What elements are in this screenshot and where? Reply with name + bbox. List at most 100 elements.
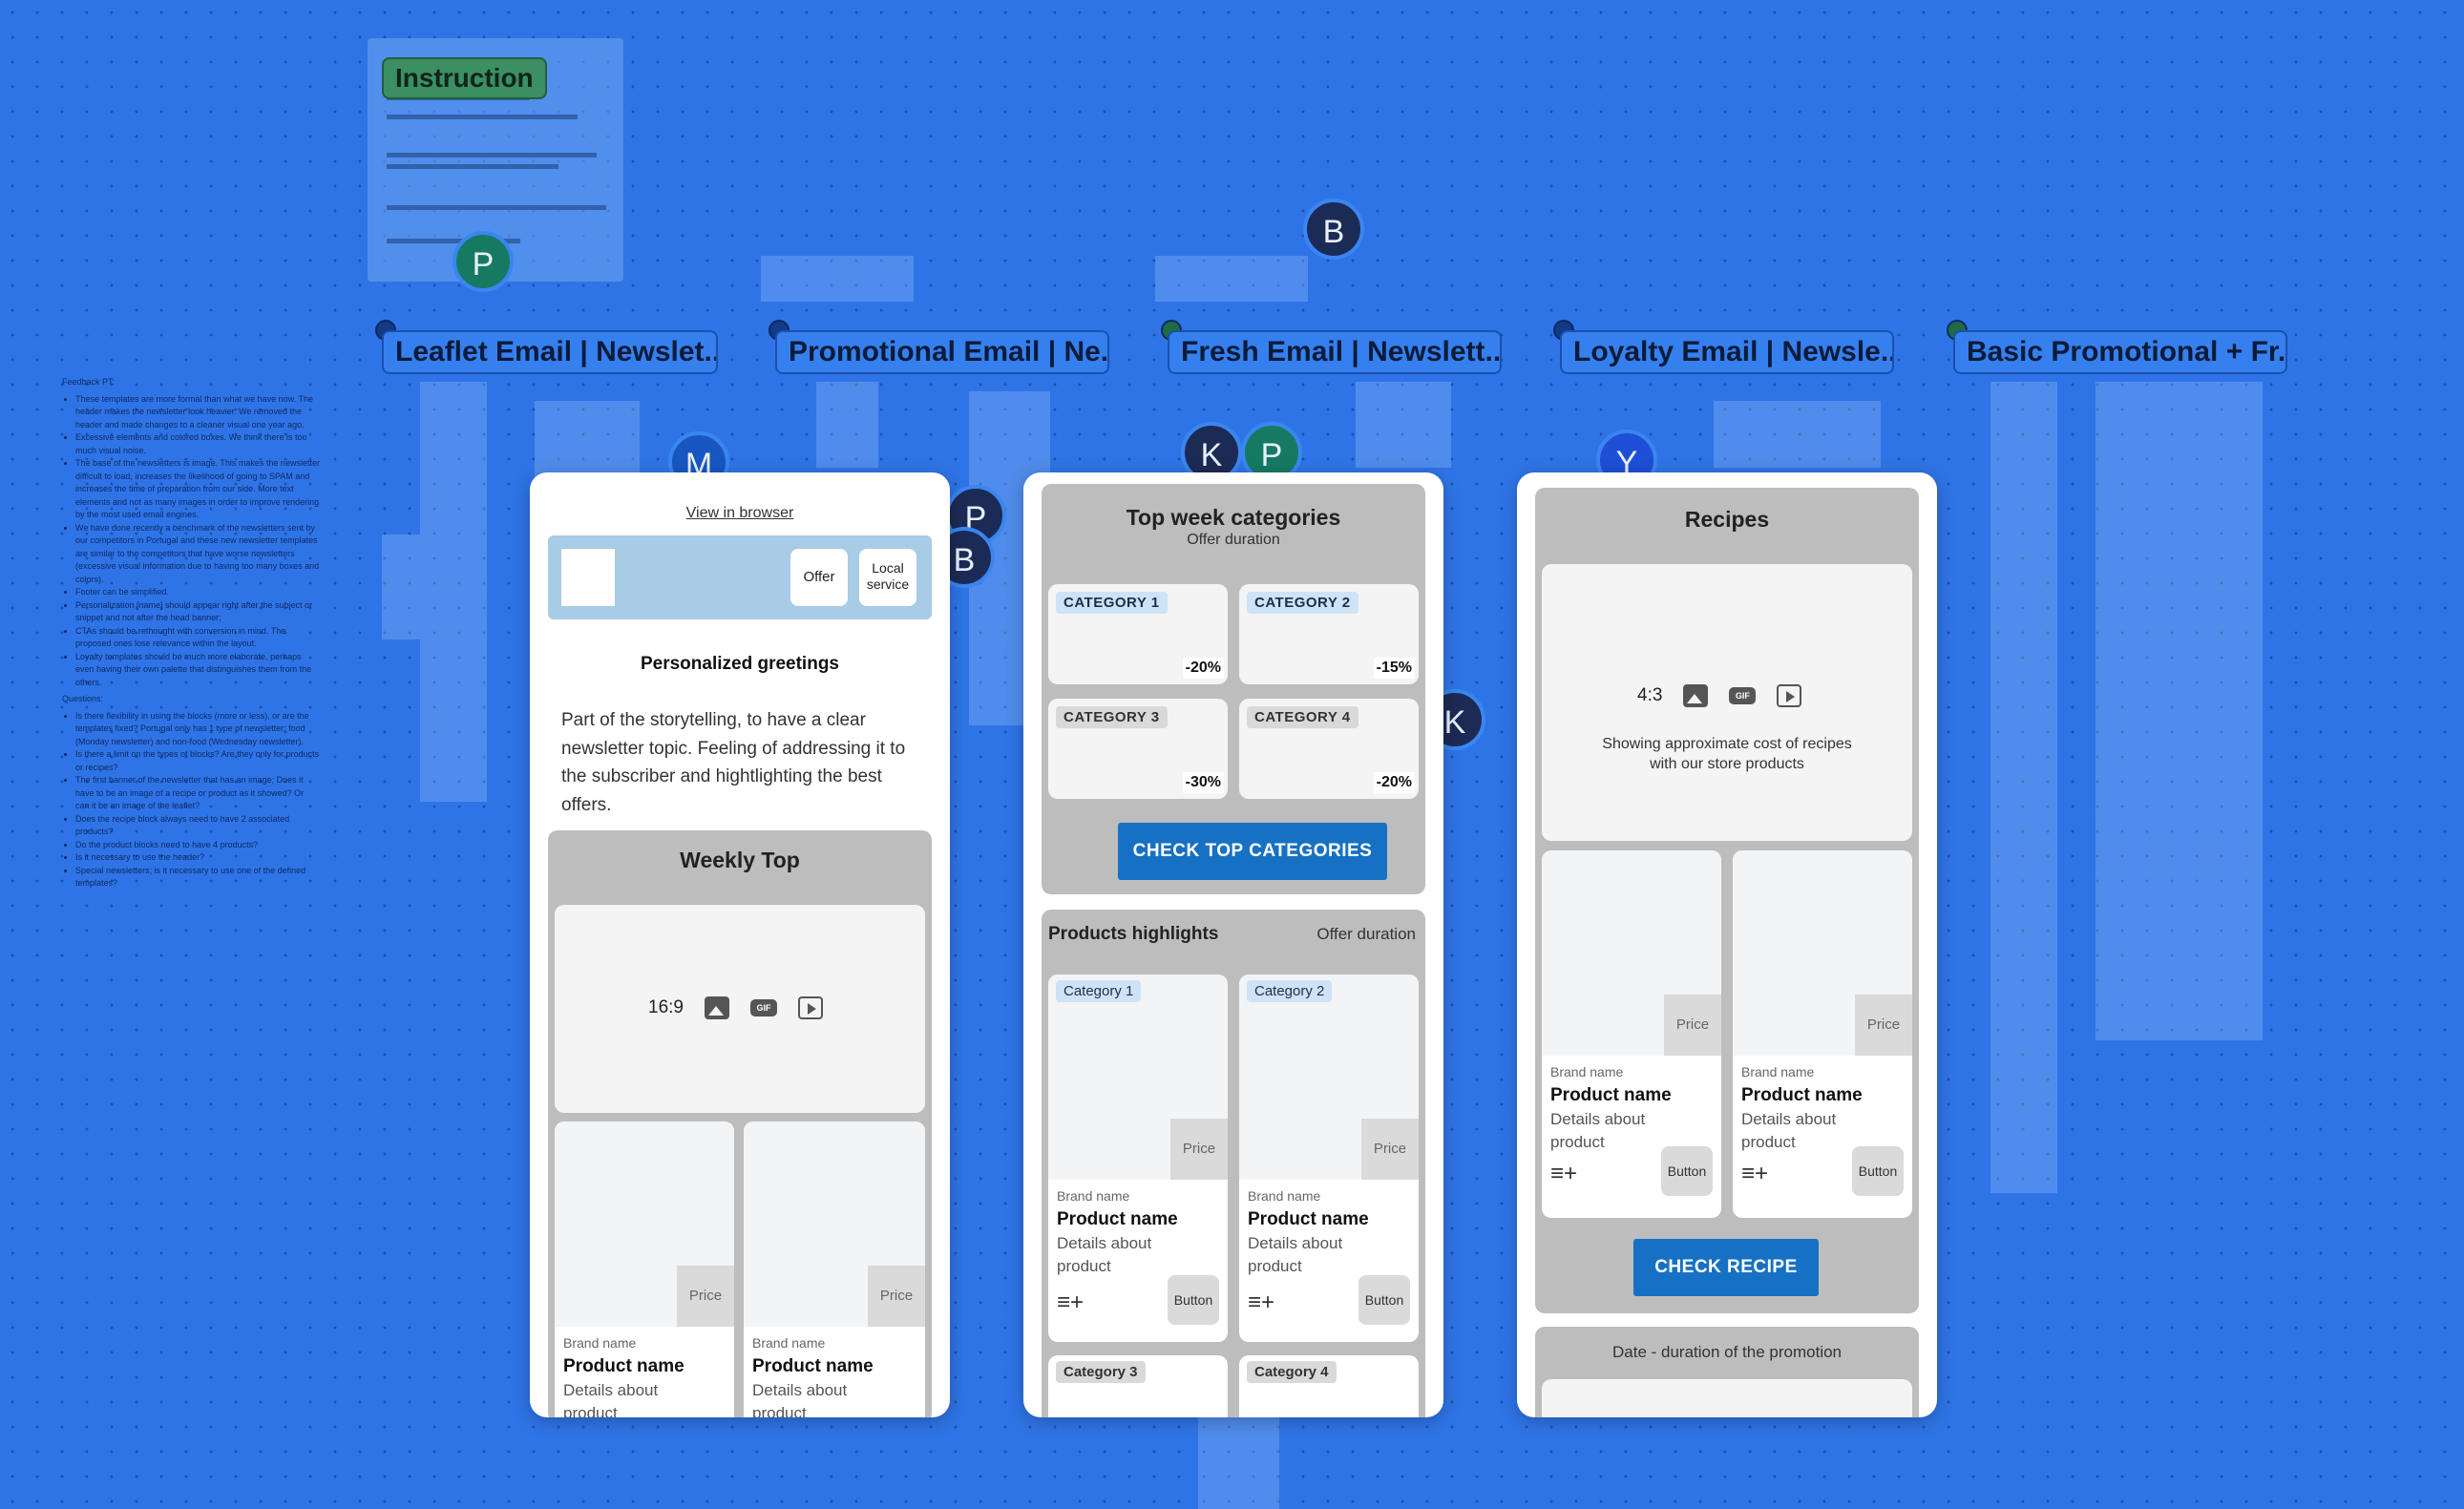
recipes-section: Recipes 4:3 GIF Showing approximate cost… — [1535, 488, 1919, 1313]
question-item: The first banner of the newsletter that … — [75, 774, 320, 813]
price-tag: Price — [677, 1266, 734, 1327]
products-highlights-section: Products highlights Offer duration Categ… — [1042, 910, 1425, 1417]
category-tile[interactable]: CATEGORY 1 -20% — [1048, 584, 1228, 684]
newsletter-preview-categories[interactable]: Top week categories Offer duration CATEG… — [1023, 472, 1443, 1417]
aspect-ratio-label: 16:9 — [648, 997, 684, 1017]
category-label: Category 2 — [1247, 980, 1333, 1002]
product-card[interactable]: Category 2 Price Brand name Product name… — [1239, 975, 1419, 1342]
check-recipe-button[interactable]: CHECK RECIPE — [1633, 1239, 1819, 1296]
media-placeholder[interactable]: 16:9 GIF — [555, 905, 925, 1113]
discount-badge: -30% — [1182, 772, 1224, 793]
basic-promotional-detail-thumbnail[interactable] — [2095, 382, 2263, 1040]
image-icon — [704, 996, 729, 1019]
product-button[interactable]: Button — [1358, 1275, 1410, 1325]
recipes-title: Recipes — [1684, 507, 1770, 532]
aspect-ratio-label: 4:3 — [1637, 685, 1663, 705]
logo-placeholder — [561, 549, 615, 606]
add-to-list-icon[interactable]: ≡+ — [1248, 1289, 1275, 1315]
feedback-item: Footer can be simplified. — [75, 586, 320, 599]
basic-promotional-template-thumbnail[interactable] — [1990, 382, 2057, 1193]
top-categories-section: Top week categories Offer duration CATEG… — [1042, 484, 1425, 894]
gif-icon: GIF — [749, 999, 777, 1016]
feedback-item: The base of the newsletters is image. Th… — [75, 457, 320, 522]
product-card[interactable]: Category 3 — [1048, 1355, 1228, 1417]
newsletter-preview-weekly[interactable]: View in browser Offer Local service Pers… — [530, 472, 950, 1417]
category-tile[interactable]: CATEGORY 4 -20% — [1239, 699, 1419, 799]
newsletter-preview-recipes[interactable]: Recipes 4:3 GIF Showing approximate cost… — [1517, 472, 1937, 1417]
feedback-item: Personalization [name] should appear rig… — [75, 599, 320, 625]
important-info-note[interactable] — [761, 256, 914, 302]
feedback-item: Excessive elements and colored boxes. We… — [75, 431, 320, 457]
product-card[interactable]: Category 4 — [1239, 1355, 1419, 1417]
offer-duration: Offer duration — [1316, 925, 1416, 943]
add-to-list-icon[interactable]: ≡+ — [1741, 1161, 1769, 1186]
frame-title-basic-promotional[interactable]: Basic Promotional + Fr... — [1953, 330, 2287, 374]
instruction-label[interactable]: Instruction — [382, 57, 547, 99]
category-tile[interactable]: CATEGORY 3 -30% — [1048, 699, 1228, 799]
offer-button[interactable]: Offer — [790, 549, 848, 606]
offer-duration: Offer duration — [1187, 532, 1280, 548]
view-in-browser-link[interactable]: View in browser — [685, 505, 794, 521]
brand-name: Brand name — [563, 1335, 637, 1351]
product-button[interactable]: Button — [1661, 1146, 1713, 1196]
promotion-placeholder[interactable] — [1542, 1379, 1912, 1417]
category-label: CATEGORY 1 — [1056, 592, 1168, 614]
gif-icon: GIF — [1729, 687, 1757, 704]
frame-title-fresh[interactable]: Fresh Email | Newslett... — [1168, 330, 1502, 374]
instruction-text-line — [387, 164, 558, 169]
category-label: CATEGORY 2 — [1247, 592, 1358, 614]
feedback-notes: Feedback PT: These templates are more fo… — [62, 372, 320, 891]
product-details: Details about product — [1057, 1234, 1152, 1275]
image-icon — [1683, 684, 1709, 707]
promotion-section: Date - duration of the promotion — [1535, 1327, 1919, 1417]
add-to-list-icon[interactable]: ≡+ — [1057, 1289, 1085, 1315]
product-details: Details about product — [752, 1381, 848, 1417]
products-highlights-title: Products highlights — [1048, 924, 1219, 944]
question-item: Does the recipe block always need to hav… — [75, 813, 320, 839]
brand-name: Brand name — [1248, 1188, 1321, 1204]
product-details: Details about product — [1741, 1110, 1837, 1151]
product-card[interactable]: Price Brand name Product name Details ab… — [744, 1121, 925, 1417]
category-label: Category 3 — [1056, 1361, 1146, 1383]
product-card[interactable]: Category 1 Price Brand name Product name… — [1048, 975, 1228, 1342]
brand-name: Brand name — [752, 1335, 826, 1351]
collaborator-avatar[interactable]: P — [453, 231, 514, 292]
fresh-template-thumbnail[interactable] — [1356, 382, 1451, 468]
frame-title-leaflet[interactable]: Leaflet Email | Newslet... — [382, 330, 718, 374]
product-name: Product name — [1248, 1209, 1369, 1229]
local-service-button[interactable]: Local service — [859, 549, 916, 606]
check-top-categories-button[interactable]: CHECK TOP CATEGORIES — [1118, 823, 1387, 880]
product-card[interactable]: Price Brand name Product name Details ab… — [555, 1121, 734, 1417]
promotional-template-thumbnail[interactable] — [816, 382, 878, 468]
recipe-cost-note: Showing approximate cost of recipes with… — [1602, 736, 1852, 772]
important-info-note[interactable] — [1155, 256, 1308, 302]
product-card[interactable]: Price Brand name Product name Details ab… — [1542, 850, 1721, 1218]
media-placeholder[interactable]: 4:3 GIF Showing approximate cost of reci… — [1542, 564, 1912, 841]
leaflet-sidebar-thumbnail[interactable] — [382, 534, 420, 639]
category-tile[interactable]: CATEGORY 2 -15% — [1239, 584, 1419, 684]
loyalty-template-thumbnail[interactable] — [1714, 401, 1881, 468]
video-icon — [1777, 684, 1802, 707]
weekly-top-title: Weekly Top — [680, 848, 800, 872]
fresh-footer-thumbnail[interactable] — [1198, 1417, 1279, 1509]
product-button[interactable]: Button — [1168, 1275, 1219, 1325]
storytelling-text: Part of the storytelling, to have a clea… — [561, 710, 906, 815]
collaborator-avatar[interactable]: B — [1303, 199, 1364, 260]
leaflet-header-thumbnail[interactable] — [535, 401, 640, 482]
frame-title-loyalty[interactable]: Loyalty Email | Newsle... — [1560, 330, 1894, 374]
add-to-list-icon[interactable]: ≡+ — [1550, 1161, 1578, 1186]
price-tag: Price — [1170, 1119, 1228, 1180]
category-label: Category 4 — [1247, 1361, 1337, 1383]
instruction-text-line — [387, 153, 597, 157]
questions-title: Questions: — [62, 694, 104, 703]
brand-name: Brand name — [1550, 1064, 1624, 1079]
instruction-text-line — [387, 205, 606, 210]
product-button[interactable]: Button — [1852, 1146, 1904, 1196]
leaflet-template-thumbnail[interactable] — [420, 382, 487, 802]
price-tag: Price — [1664, 995, 1721, 1056]
instruction-text-line — [387, 115, 578, 119]
frame-title-promotional[interactable]: Promotional Email | Ne... — [775, 330, 1109, 374]
feedback-item: These templates are more formal than wha… — [75, 393, 320, 432]
product-card[interactable]: Price Brand name Product name Details ab… — [1733, 850, 1912, 1218]
question-item: Is there a limit on the types of blocks?… — [75, 748, 320, 774]
